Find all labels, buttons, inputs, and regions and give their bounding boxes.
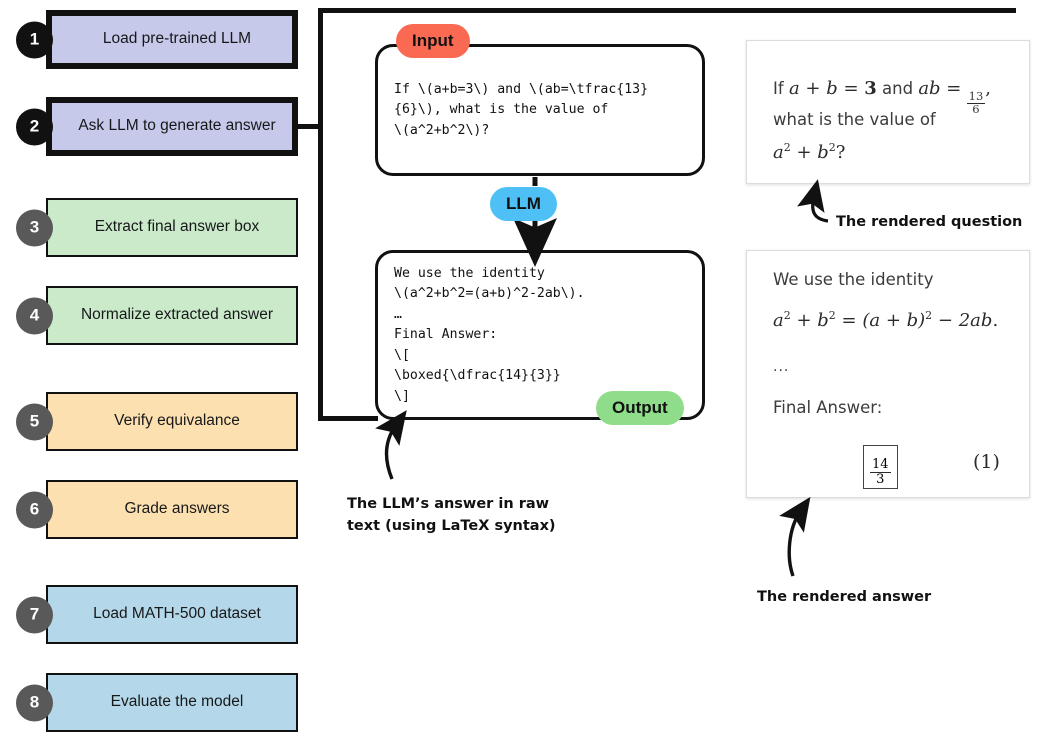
bracket-step2-stub [293, 124, 323, 129]
pipeline-step-7[interactable]: 7 Load MATH-500 dataset [16, 585, 298, 644]
arrow-caption-to-question-card [797, 179, 829, 223]
rq-expr-ab: ab = [918, 78, 962, 99]
ra-identity-expr: a2 + b2 = (a + b)2 − 2ab. [773, 309, 999, 331]
rendered-question-line3: a2 + b2? [773, 141, 845, 163]
ra-frac-num: 14 [872, 457, 889, 473]
rq-frac-num: 13 [968, 89, 984, 104]
rendered-answer-ellipsis: ... [773, 359, 790, 375]
rendered-question-line2: what is the value of [773, 110, 936, 129]
step-6-number: 6 [29, 499, 40, 519]
step-4-badge: 4 [16, 297, 53, 334]
rq-comma: , [985, 78, 992, 99]
step-4-label: Normalize extracted answer [80, 306, 274, 324]
step-2-box [46, 97, 298, 156]
rq-expr-a-plus-b: a + b = 3 [788, 78, 877, 99]
step-1-badge: 1 [16, 21, 53, 58]
step-2-badge: 2 [16, 108, 53, 145]
caption-rendered-answer: The rendered answer [757, 589, 932, 605]
pipeline-step-4[interactable]: 4 Normalize extracted answer [16, 286, 298, 345]
rendered-answer-card: We use the identity a2 + b2 = (a + b)2 −… [746, 250, 1030, 498]
bracket-top-horizontal [318, 8, 1016, 13]
rq-and: and [882, 79, 914, 98]
ra-frac-den: 3 [870, 471, 891, 487]
input-box [375, 44, 705, 176]
step-2-number: 2 [29, 116, 40, 136]
llm-pill-label: LLM [506, 194, 541, 213]
step-2-label: Ask LLM to generate answer [78, 117, 276, 135]
step-3-box [46, 198, 298, 257]
bracket-vertical [318, 8, 323, 421]
arrow-caption-to-output-box [375, 410, 407, 480]
arrow-caption-to-answer-card [779, 496, 811, 577]
step-3-badge: 3 [16, 209, 53, 246]
step-1-label: Load pre-trained LLM [102, 30, 252, 48]
step-8-number: 8 [29, 692, 40, 712]
step-3-number: 3 [29, 217, 40, 237]
pipeline-step-8[interactable]: 8 Evaluate the model [16, 673, 298, 732]
pipeline-step-3[interactable]: 3 Extract final answer box [16, 198, 298, 257]
input-code-text: If \(a+b=3\) and \(ab=\tfrac{13} {6}\), … [394, 82, 649, 138]
step-8-label: Evaluate the model [110, 693, 244, 711]
input-pill-label: Input [412, 31, 454, 50]
step-4-number: 4 [29, 305, 40, 325]
pipeline-step-2[interactable]: 2 Ask LLM to generate answer [16, 97, 298, 156]
rq-expr-a2-b2: a2 + b2? [773, 141, 846, 163]
input-pill: Input [396, 24, 470, 58]
llm-pill: LLM [490, 187, 557, 221]
rendered-answer-final-label: Final Answer: [773, 398, 883, 417]
bracket-bottom-horizontal [318, 416, 378, 421]
output-pill-label: Output [612, 398, 668, 417]
output-pill: Output [596, 391, 684, 425]
step-1-number: 1 [29, 29, 40, 49]
caption-raw-answer: The LLM’s answer in raw text (using LaTe… [347, 496, 556, 535]
rendered-answer-line1: We use the identity [773, 270, 934, 289]
step-7-label: Load MATH-500 dataset [93, 605, 261, 623]
step-7-badge: 7 [16, 596, 53, 633]
rendered-answer-equation-number: (1) [973, 451, 1000, 473]
pipeline-step-6[interactable]: 6 Grade answers [16, 480, 298, 539]
output-code-text: We use the identity \(a^2+b^2=(a+b)^2-2a… [394, 266, 585, 404]
step-6-label: Grade answers [124, 500, 230, 518]
step-8-badge: 8 [16, 684, 53, 721]
caption-rendered-question: The rendered question [836, 214, 1023, 230]
pipeline-step-5[interactable]: 5 Verify equivalance [16, 392, 298, 451]
step-7-number: 7 [29, 604, 40, 624]
step-3-label: Extract final answer box [94, 218, 260, 236]
step-8-box [46, 673, 298, 732]
step-5-number: 5 [29, 411, 40, 431]
rq-frac-den: 6 [966, 103, 986, 116]
step-5-label: Verify equivalance [114, 412, 240, 430]
step-5-badge: 5 [16, 403, 53, 440]
pipeline-step-1[interactable]: 1 Load pre-trained LLM [16, 10, 298, 69]
rq-prefix: If [773, 79, 784, 98]
step-6-badge: 6 [16, 491, 53, 528]
rendered-answer-identity: a2 + b2 = (a + b)2 − 2ab. [773, 309, 998, 331]
